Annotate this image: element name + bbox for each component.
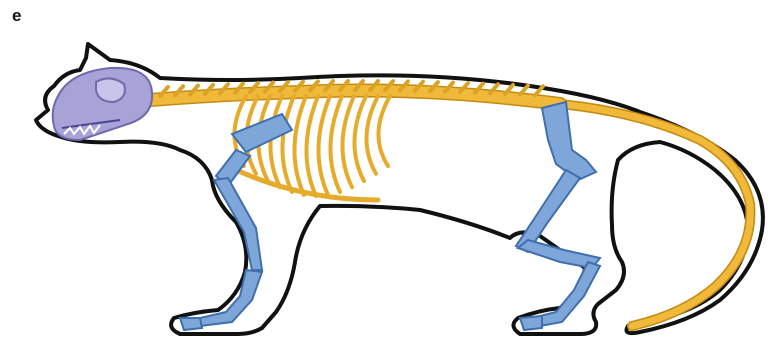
front-phalanges bbox=[180, 318, 202, 330]
eye-socket bbox=[96, 78, 125, 102]
hind-phalanges bbox=[520, 316, 542, 330]
